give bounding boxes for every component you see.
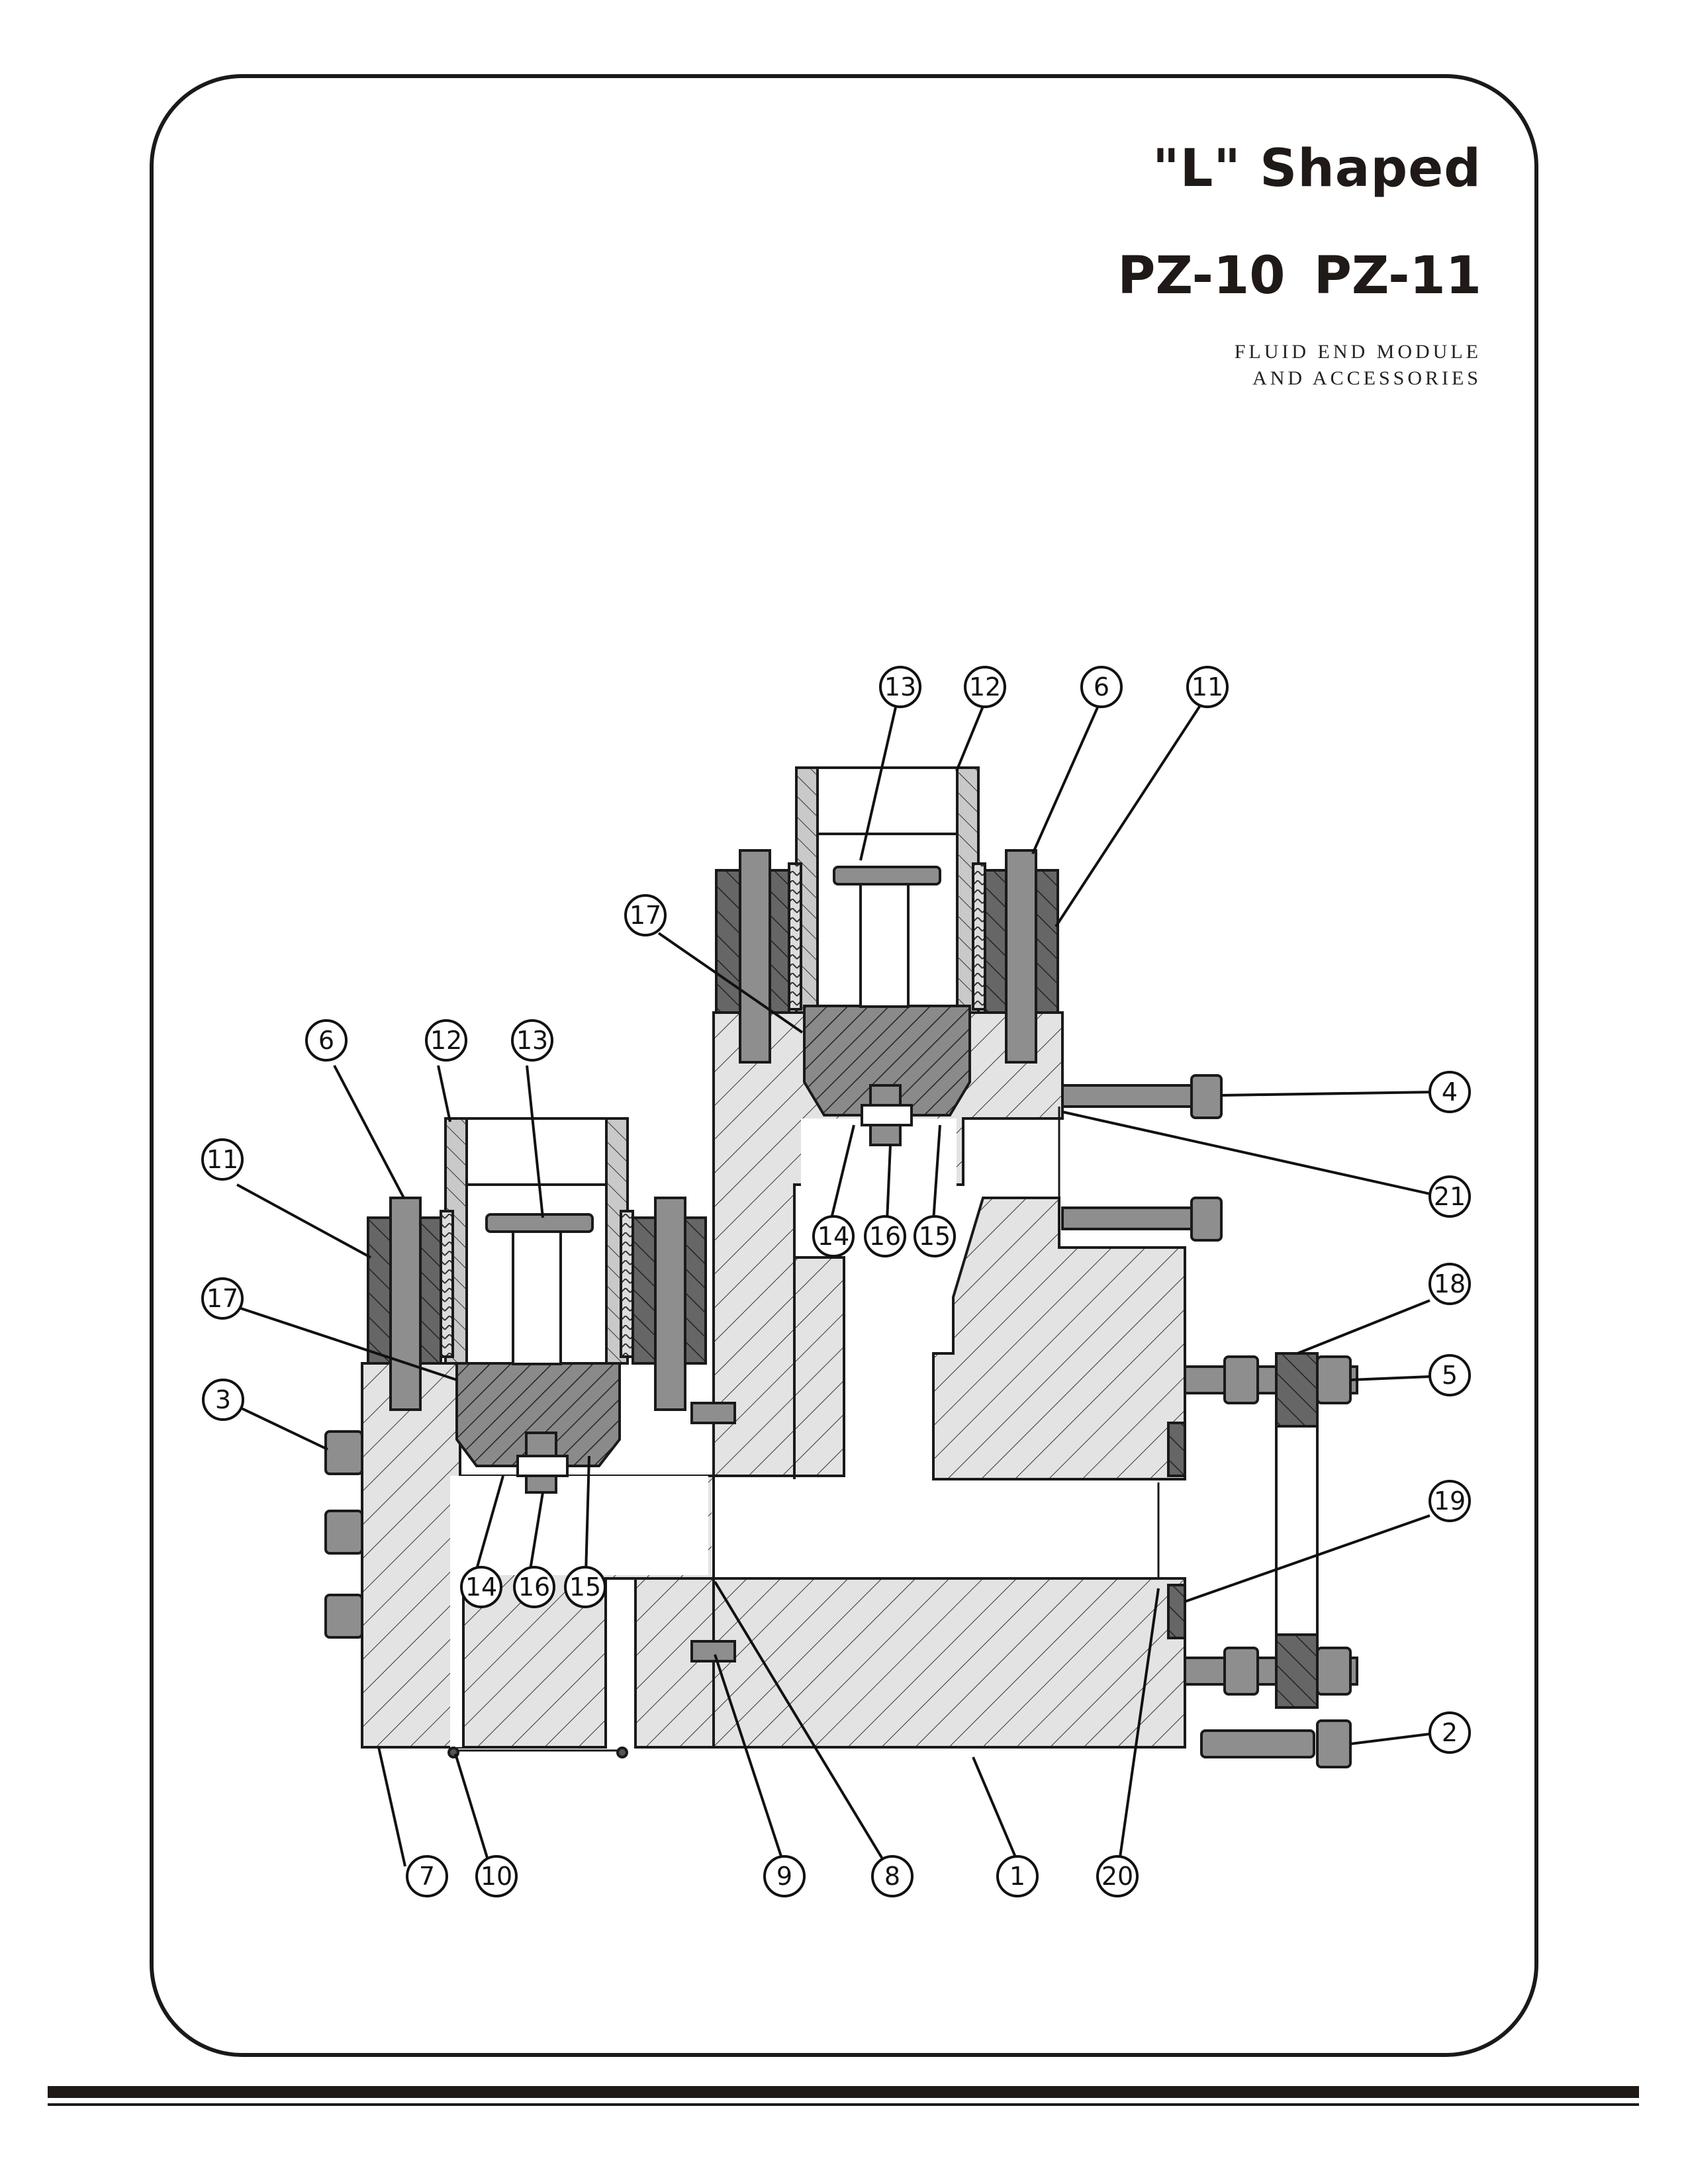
callout-17-left: 17	[201, 1277, 244, 1320]
svg-text:10: 10	[481, 1862, 512, 1891]
svg-text:7: 7	[419, 1862, 435, 1891]
svg-text:6: 6	[318, 1026, 334, 1055]
callout-16-left: 16	[513, 1566, 555, 1608]
footer-rule-thick	[48, 2086, 1639, 2098]
callout-18: 18	[1429, 1263, 1471, 1305]
product-title: "L" Shaped	[1152, 139, 1481, 199]
callout-bubbles: 13 12 6 11 17 4 21 18 5 19 2 6 12 13 11 …	[201, 666, 1471, 1897]
svg-text:5: 5	[1442, 1361, 1458, 1390]
callout-11-right: 11	[1186, 666, 1229, 708]
callout-5: 5	[1429, 1354, 1471, 1396]
left-cylinder-assembly	[367, 1117, 707, 1494]
callout-1: 1	[996, 1855, 1039, 1897]
callout-14-right: 14	[812, 1215, 855, 1257]
svg-text:2: 2	[1442, 1718, 1458, 1747]
callout-15-left: 15	[564, 1566, 606, 1608]
svg-text:1: 1	[1009, 1862, 1025, 1891]
right-cylinder-assembly	[715, 766, 1059, 1146]
callout-2: 2	[1429, 1711, 1471, 1754]
svg-text:18: 18	[1434, 1269, 1466, 1298]
callout-9: 9	[763, 1855, 806, 1897]
svg-text:4: 4	[1442, 1077, 1458, 1107]
callout-12-right: 12	[964, 666, 1006, 708]
svg-text:17: 17	[207, 1284, 238, 1313]
product-model: PZ-10 PZ-11	[1117, 246, 1481, 306]
callout-13-left: 13	[511, 1019, 553, 1062]
callout-14-left: 14	[460, 1566, 502, 1608]
callout-21: 21	[1429, 1175, 1471, 1218]
svg-text:16: 16	[869, 1222, 901, 1251]
callout-12-left: 12	[425, 1019, 467, 1062]
leader-lines	[236, 700, 1434, 1868]
svg-text:15: 15	[919, 1222, 951, 1251]
svg-text:17: 17	[630, 901, 661, 930]
svg-text:3: 3	[215, 1385, 231, 1414]
callout-16-right: 16	[864, 1215, 906, 1257]
external-fittings	[324, 1074, 1358, 1768]
callout-13-right: 13	[879, 666, 921, 708]
subtitle-line-1: FLUID END MODULE	[1234, 341, 1481, 363]
svg-text:8: 8	[884, 1862, 900, 1891]
callout-19: 19	[1429, 1480, 1471, 1522]
svg-text:16: 16	[518, 1572, 550, 1602]
callout-7: 7	[406, 1855, 448, 1897]
callout-6-right: 6	[1080, 666, 1123, 708]
svg-text:13: 13	[516, 1026, 548, 1055]
svg-text:19: 19	[1434, 1486, 1466, 1516]
svg-text:20: 20	[1102, 1862, 1133, 1891]
callout-15-right: 15	[914, 1215, 956, 1257]
svg-text:21: 21	[1434, 1182, 1466, 1211]
svg-text:12: 12	[969, 672, 1001, 702]
svg-text:12: 12	[430, 1026, 462, 1055]
svg-text:15: 15	[569, 1572, 601, 1602]
svg-text:9: 9	[776, 1862, 792, 1891]
callout-3: 3	[202, 1379, 244, 1421]
svg-text:11: 11	[1192, 672, 1223, 702]
callout-4: 4	[1429, 1071, 1471, 1113]
callout-17-right: 17	[624, 894, 667, 936]
svg-text:6: 6	[1094, 672, 1109, 702]
callout-8: 8	[871, 1855, 914, 1897]
callout-20: 20	[1096, 1855, 1139, 1897]
callout-6-left: 6	[305, 1019, 348, 1062]
callout-10: 10	[475, 1855, 518, 1897]
page-border	[150, 74, 1538, 2057]
svg-text:14: 14	[818, 1222, 849, 1251]
subtitle-line-2: AND ACCESSORIES	[1252, 367, 1481, 389]
callout-11-left: 11	[201, 1138, 244, 1181]
svg-text:13: 13	[884, 672, 916, 702]
svg-text:14: 14	[465, 1572, 497, 1602]
footer-rule-thin	[48, 2103, 1639, 2106]
main-body	[361, 1011, 1186, 1749]
svg-text:11: 11	[207, 1145, 238, 1174]
